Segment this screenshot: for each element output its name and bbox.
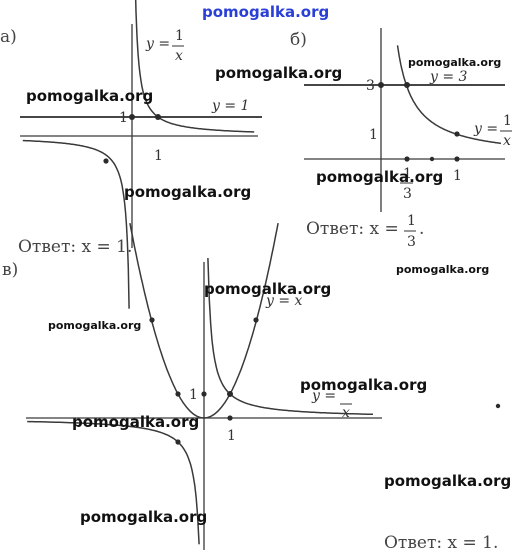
panel-b-intersection-point: [404, 82, 410, 88]
panel-a-curve-label-den: x: [175, 48, 183, 64]
watermark: pomogalka.org: [124, 183, 251, 201]
panel-a-label: а): [0, 27, 17, 47]
watermark: pomogalka.org: [408, 56, 501, 69]
panel-b-hyperbola: [396, 45, 502, 145]
panel-b-curve-label-num: 1: [503, 113, 512, 129]
panel-b-point-x-2-3: [429, 156, 435, 162]
watermark: pomogalka.org: [80, 508, 207, 526]
panel-c-point-y1: [201, 391, 207, 397]
panel-b-tick-y3: 3: [366, 78, 375, 94]
panel-b-answer-den: 3: [407, 234, 416, 250]
panel-b-tick-frac-num: 1: [403, 166, 412, 182]
panel-b-point-x-1: [454, 156, 460, 162]
panel-a-tick-x: 1: [154, 148, 163, 164]
panel-b-point-x-third: [404, 156, 410, 162]
panel-a-answer: Ответ: x = 1.: [18, 237, 132, 257]
panel-c-point-far-right: [495, 403, 501, 409]
panel-b-tick-x1: 1: [453, 168, 462, 184]
watermarks: pomogalka.org pomogalka.org pomogalka.or…: [26, 56, 511, 526]
panel-c-point-hyper-neg: [175, 439, 181, 445]
watermark: pomogalka.org: [316, 168, 443, 186]
panel-b-line-label: y = 3: [429, 69, 468, 85]
panel-c-hyper-label-den: x: [342, 405, 350, 421]
panel-a-point-neg: [103, 158, 109, 164]
panel-c-intersection-point: [227, 391, 233, 397]
panel-a-curve-label-y: y =: [145, 36, 170, 52]
panel-b-answer-suffix: .: [419, 219, 424, 239]
panel-c-label: в): [2, 260, 18, 280]
panel-a: а) y = 1 x y = 1 1 1 Ответ: x = 1.: [0, 0, 262, 309]
panel-a-curve-label-num: 1: [175, 28, 184, 44]
panel-a-line-label: y = 1: [211, 98, 249, 114]
panel-c-point-parabola-left: [149, 317, 155, 323]
panel-a-hyperbola-right: [134, 0, 255, 133]
panel-b-point-y3: [378, 82, 384, 88]
panel-b-curve-label-den: x: [503, 133, 511, 149]
panel-c-point-parabola-neg1: [175, 391, 181, 397]
panel-b-tick-frac-den: 3: [403, 186, 412, 202]
watermark-top: pomogalka.org: [202, 3, 329, 21]
panel-c-point-parabola-right: [253, 317, 259, 323]
panel-b: б) y = 3 y = 1 x 3 1 1 1 3 Ответ: x = 1 …: [290, 28, 512, 250]
panel-b-curve-label-y: y =: [473, 121, 498, 137]
panel-a-hyperbola-left: [22, 139, 130, 309]
panel-b-answer-prefix: Ответ: x =: [306, 219, 399, 239]
panel-b-answer-num: 1: [407, 213, 416, 229]
watermark: pomogalka.org: [384, 472, 511, 490]
watermark: pomogalka.org: [215, 64, 342, 82]
panel-b-point-1-1: [454, 131, 460, 137]
panel-c-parabola-label: y = x: [265, 293, 303, 309]
panel-c-tick-x: 1: [227, 428, 236, 444]
watermark: pomogalka.org: [72, 413, 199, 431]
panel-a-intersection-point: [155, 114, 161, 120]
panel-c: в) y = x y = x 1 1 Ответ: x = 1.: [2, 222, 501, 553]
watermark: pomogalka.org: [26, 87, 153, 105]
panel-c-hyperbola-left: [27, 420, 200, 545]
panel-b-tick-y1: 1: [369, 127, 378, 143]
watermark: pomogalka.org: [396, 263, 489, 276]
panel-b-label: б): [290, 30, 307, 50]
panel-a-point-y1: [129, 114, 135, 120]
panel-a-tick-y: 1: [119, 110, 128, 126]
panel-c-hyper-label-y: y =: [311, 388, 336, 404]
panel-c-tick-y: 1: [189, 387, 198, 403]
panel-c-answer: Ответ: x = 1.: [384, 533, 498, 553]
watermark: pomogalka.org: [48, 319, 141, 332]
panel-c-point-x1: [227, 415, 233, 421]
watermark: pomogalka.org: [300, 376, 427, 394]
watermark: pomogalka.org: [204, 280, 331, 298]
panel-c-parabola: [129, 222, 279, 419]
panel-c-hyperbola-right: [207, 257, 373, 416]
